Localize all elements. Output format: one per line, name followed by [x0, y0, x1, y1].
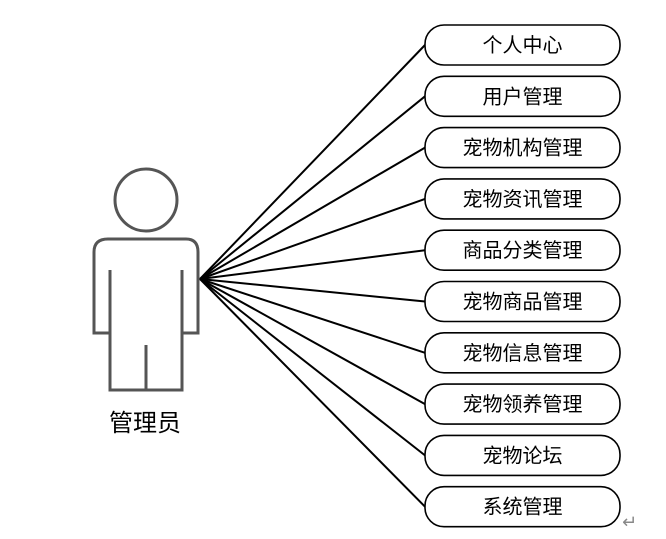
use-case: 宠物论坛: [424, 434, 621, 477]
use-case-box: [424, 75, 621, 118]
use-case-label: 系统管理: [483, 495, 563, 519]
use-case-box: [424, 24, 621, 66]
use-case-label: 宠物资讯管理: [463, 187, 583, 211]
use-case: 宠物信息管理: [424, 331, 621, 374]
association-line: [199, 44, 426, 280]
use-case: 宠物领养管理: [424, 383, 621, 425]
association-line: [199, 249, 426, 280]
use-case: 系统管理: [424, 485, 621, 528]
use-case: 宠物机构管理: [424, 126, 621, 169]
use-case-box: [424, 383, 621, 425]
paragraph-mark: ↵: [622, 512, 637, 533]
use-case-label: 宠物信息管理: [463, 341, 583, 365]
use-case-label: 宠物领养管理: [463, 392, 583, 416]
association-line: [199, 278, 426, 508]
use-case-label: 商品分类管理: [463, 238, 583, 262]
actor-head: [113, 167, 179, 233]
association-line: [199, 278, 426, 457]
actor-label: 管理员: [109, 409, 181, 437]
association-lines: [199, 44, 426, 508]
actor-body: [92, 237, 200, 392]
use-case: 宠物资讯管理: [424, 178, 621, 220]
use-case: 宠物商品管理: [424, 280, 621, 323]
use-case-box: [424, 280, 621, 323]
admin-actor: 管理员: [92, 167, 200, 437]
use-case-box: [424, 434, 621, 477]
use-case-box: [424, 178, 621, 220]
use-case-list: 个人中心用户管理宠物机构管理宠物资讯管理商品分类管理宠物商品管理宠物信息管理宠物…: [424, 24, 621, 528]
use-case: 个人中心: [424, 24, 621, 66]
association-line: [199, 278, 426, 405]
use-case-box: [424, 331, 621, 374]
association-line: [199, 146, 426, 280]
use-case-label: 用户管理: [483, 84, 563, 108]
use-case-box: [424, 229, 621, 271]
use-case-box: [424, 485, 621, 528]
use-case-label: 宠物商品管理: [463, 290, 583, 314]
association-line: [199, 278, 426, 303]
use-case: 商品分类管理: [424, 229, 621, 271]
use-case-label: 个人中心: [483, 33, 563, 57]
association-line: [199, 197, 426, 280]
use-case-label: 宠物机构管理: [463, 136, 583, 160]
association-line: [199, 278, 426, 354]
use-case-box: [424, 126, 621, 169]
use-case: 用户管理: [424, 75, 621, 118]
use-case-label: 宠物论坛: [483, 443, 563, 467]
association-line: [199, 95, 426, 280]
